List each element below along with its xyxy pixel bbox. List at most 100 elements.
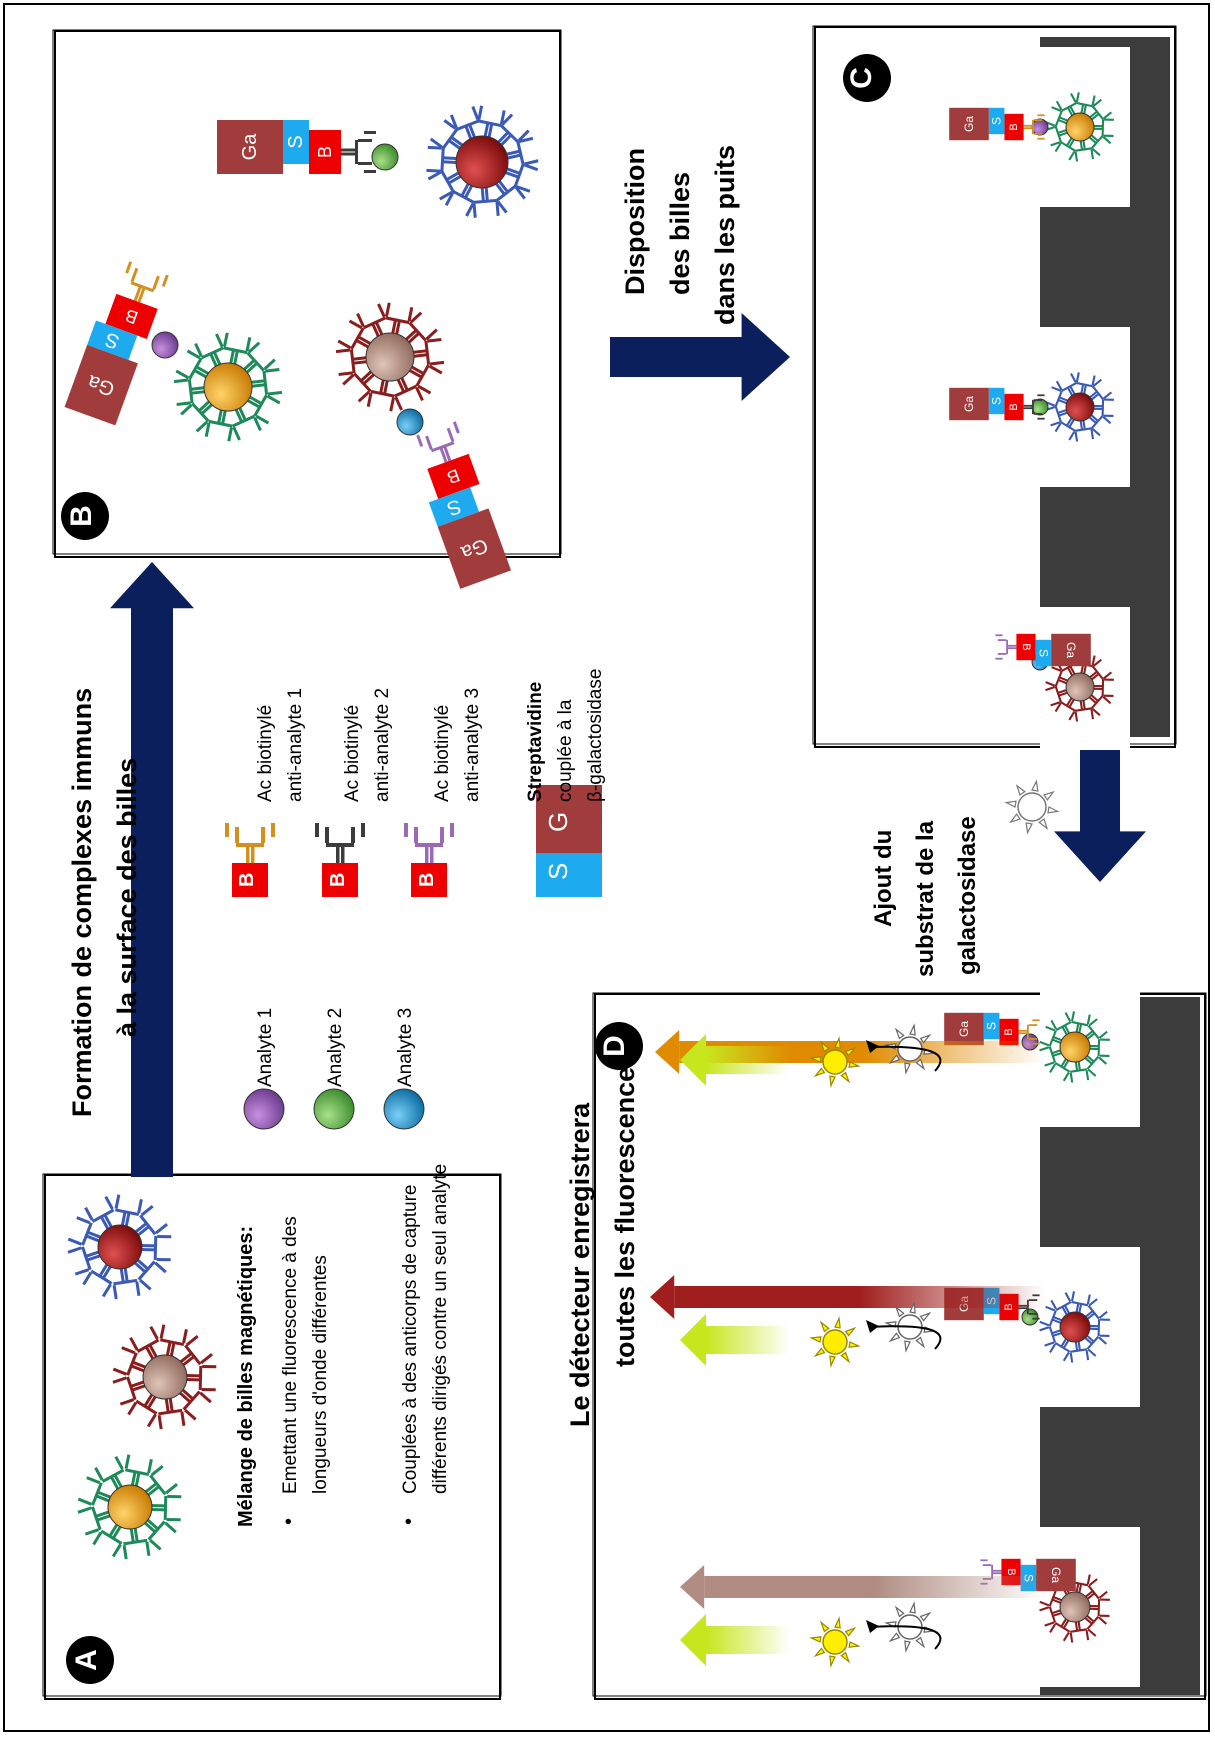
panel-b-bead-taupe-ab-hinge — [370, 389, 395, 398]
panel-c-conj3-strep — [1035, 639, 1052, 667]
panel-b-bead-orange-ab-arm2 — [232, 426, 241, 441]
panel-b-bead-taupe-ab-hinge — [408, 321, 427, 342]
panel-a-bead-taupe-ab-stem2 — [131, 1360, 148, 1370]
panel-b-bead-orange-ab-arm2 — [180, 403, 193, 416]
panel-a-bead-orange-ab-arm2 — [114, 1455, 124, 1470]
panel-c-conj1-ab-stem2 — [1023, 127, 1034, 130]
panel-b-bead-orange-core — [203, 362, 253, 412]
legend-ab3-arm1 — [414, 827, 418, 843]
product-sun-2-ray — [819, 1320, 830, 1333]
panel-b-bead-taupe-ab-hinge — [349, 349, 356, 374]
panel-b-bead-red-ab — [504, 136, 539, 166]
panel-b-bead-orange-ab-arm1 — [247, 341, 261, 354]
product-sun-1-ray — [844, 1626, 857, 1637]
panel-c-bead-red-ab-stem1 — [1082, 418, 1086, 430]
legend-ab1-stem2 — [251, 845, 255, 863]
panel-a-bead-red-ab-hinge — [137, 1260, 156, 1281]
panel-c-bead-red-ab-hinge — [1054, 390, 1063, 407]
panel-d-conj1-strep — [983, 1012, 1000, 1040]
panel-b-bead-taupe-ab-stem2 — [357, 335, 373, 346]
panel-a-bead-taupe-ab-stem2 — [177, 1390, 192, 1404]
panel-a-bead-orange-ab-arm1 — [77, 1497, 92, 1506]
panel-a-bead-red-ab-hinge — [153, 1235, 158, 1260]
panel-a-bead-taupe-ab-arm1 — [119, 1398, 135, 1406]
panel-c-conj2-gal — [949, 387, 989, 421]
panel-c-bead-red-ab-hinge — [1054, 405, 1063, 423]
panel-a-bead-taupe-ab-stem1 — [165, 1341, 172, 1358]
panel-d-bead-red-ab-hinge — [1054, 1342, 1071, 1353]
panel-d-conj1-b-label: B — [1003, 1028, 1015, 1035]
emission-arrow-taupe-head — [680, 1565, 705, 1609]
panel-a-badge-circle — [66, 1636, 114, 1684]
panel-b-bead-orange-ab-stem1 — [190, 390, 207, 395]
product-sun-1-ray — [813, 1647, 826, 1658]
panel-c-bead-red-ab-hinge — [1076, 381, 1093, 388]
panel-c-bead-taupe-ab-hinge — [1060, 701, 1076, 712]
legend-ab3-hinge — [415, 843, 443, 847]
panel-a-bead-red-ab-stem1 — [135, 1257, 150, 1271]
panel-a-bead-red-ab-stem2 — [98, 1262, 110, 1278]
panel-b-bead-red-ab-stem2 — [449, 135, 465, 148]
panel-b-conj2-biotin — [309, 130, 341, 174]
panel-a-bead-taupe-ab-arm1 — [146, 1413, 157, 1428]
panel-d-bead-orange-ab-hinge — [1071, 1020, 1089, 1027]
panel-b-bead-orange-ab-hinge — [208, 419, 233, 428]
panel-a-bead-red-ab-arm2 — [104, 1195, 114, 1210]
substrate-sun-ray — [1004, 800, 1017, 808]
panel-c-bead-orange-ab-hinge — [1091, 105, 1104, 120]
panel-a-bead-red-ab-hinge — [91, 1208, 115, 1223]
panel-c-conj2-antibody — [1023, 394, 1045, 420]
panel-d-bead-red-ab-arm1 — [1098, 1336, 1108, 1345]
panel-d-bead-taupe-ab-arm1 — [1039, 1600, 1050, 1607]
panel-c-conj3-s-label: S — [1036, 649, 1050, 657]
panel-b-bead-taupe-ab-arm1 — [337, 339, 352, 350]
panel-a-bead-red-ab-arm2 — [67, 1246, 82, 1254]
panel-b-bead-taupe-ab-stem1 — [352, 360, 369, 365]
panel-a-bead-red-ab — [139, 1234, 172, 1262]
emission-arrow-red-head — [650, 1275, 675, 1319]
panel-a-bead-orange-ab-arm1 — [167, 1494, 182, 1499]
panel-c-bead-orange-ab-arm2 — [1091, 148, 1101, 157]
panel-d-bead-taupe-ab-arm2 — [1069, 1632, 1074, 1643]
panel-c-bead-taupe-ab-hinge — [1074, 707, 1092, 712]
panel-a-bead-red-ab-arm1 — [67, 1237, 82, 1246]
panel-b-bead-red-ab-stem2 — [460, 181, 471, 198]
substrate-small-sun-2-ray — [888, 1332, 901, 1343]
panel-a-bead-orange-ab-stem1 — [111, 1524, 123, 1540]
panel-b-bead-orange-ab-stem1 — [193, 368, 209, 380]
panel-b-bead-orange-ab — [204, 407, 233, 442]
substrate-small-sun-2-ray — [909, 1301, 916, 1314]
panel-a-bead-taupe-ab-hinge — [198, 1365, 203, 1390]
panel-d-bead-orange-ab-stem2 — [1074, 1059, 1079, 1072]
panel-d-bead-red-ab-arm2 — [1064, 1292, 1072, 1302]
panel-d-bead-taupe-ab-hinge — [1086, 1615, 1100, 1630]
panel-c-conj2-ab-arm3 — [1037, 394, 1045, 397]
panel-a-bead-orange-ab — [77, 1506, 113, 1536]
panel-a-bead-taupe-ab-hinge — [158, 1408, 183, 1416]
panel-a-bead-red-ab-hinge — [81, 1246, 92, 1271]
panel-a-bead-orange-ab-hinge — [124, 1468, 150, 1477]
panel-c-bead-red-ab-arm2 — [1103, 391, 1113, 400]
panel-c-bead-orange-ab-hinge — [1054, 110, 1063, 127]
panel-b-bead-taupe-ab-stem1 — [409, 364, 425, 376]
panel-a-bead-taupe-ab — [112, 1376, 148, 1406]
panel-b-bead-red — [426, 105, 539, 218]
panel-c-bead-red-ab-arm1 — [1068, 431, 1076, 441]
panel-c-bead-taupe-ab-hinge — [1054, 685, 1063, 703]
panel-b-bead-red-ab-arm1 — [518, 136, 534, 143]
panel-a-bead-red-ab-arm2 — [76, 1216, 91, 1225]
panel-d-bead-red-ab — [1039, 1326, 1064, 1347]
panel-b-bead-orange-ab-arm1 — [175, 369, 190, 380]
panel-b-analyte3 — [396, 408, 424, 436]
panel-d-bead-red-ab-arm2 — [1069, 1352, 1074, 1363]
panel-d-bead-orange-ab-hinge — [1097, 1039, 1101, 1057]
substrate-sun-ray — [1025, 822, 1033, 835]
panel-d-badge-circle — [595, 1022, 643, 1070]
panel-b-bead-orange-ab-stem2 — [244, 361, 259, 375]
panel-a-bead-taupe-ab-hinge — [184, 1344, 202, 1366]
panel-b-conj2-ab-stem1 — [341, 148, 357, 152]
panel-d-bead-red-ab-hinge — [1048, 1310, 1057, 1327]
panel-b-bead-orange-ab-arm1 — [227, 427, 233, 442]
panel-b-bead-taupe-ab-stem1 — [355, 338, 371, 350]
panel-d-bead-orange-ab-stem1 — [1077, 1059, 1082, 1071]
